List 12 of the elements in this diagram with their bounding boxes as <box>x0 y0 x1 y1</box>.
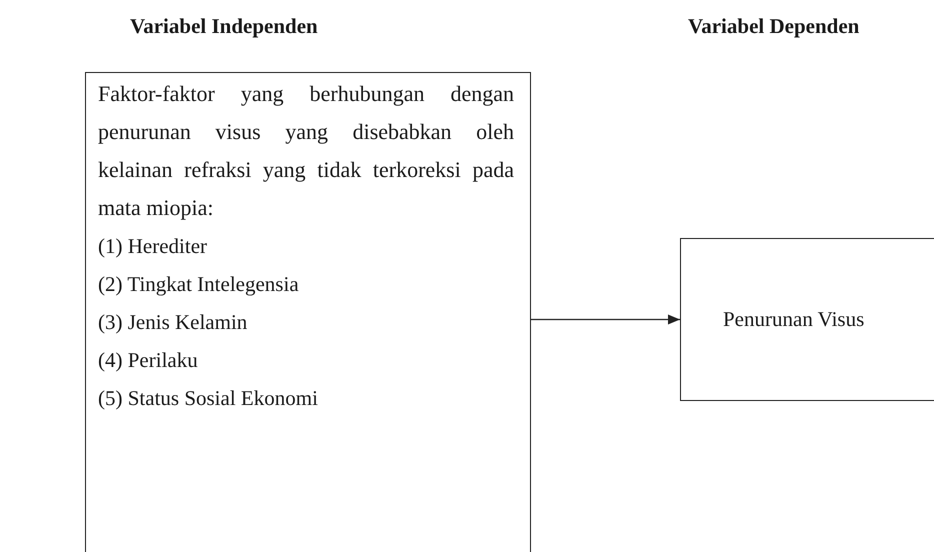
box-label: Penurunan Visus <box>723 307 864 332</box>
list-item: (2) Tingkat Intelegensia <box>98 271 300 298</box>
list-item: (3) Jenis Kelamin <box>98 309 248 336</box>
list-item: (5) Status Sosial Ekonomi <box>98 385 319 412</box>
variable-box <box>85 72 531 552</box>
variable-box <box>680 238 934 401</box>
list-item: (4) Perilaku <box>98 347 199 374</box>
arrow <box>531 314 680 324</box>
column-heading: Variabel Dependen <box>688 14 860 39</box>
list-item: (1) Herediter <box>98 233 208 260</box>
description-text: Faktor-faktor yang berhubungan dengan penurunan visus yang disebabkan oleh kelainan refraksi yang tidak terkoreksi pada mata miopia: <box>98 80 514 222</box>
column-heading: Variabel Independen <box>130 14 318 39</box>
